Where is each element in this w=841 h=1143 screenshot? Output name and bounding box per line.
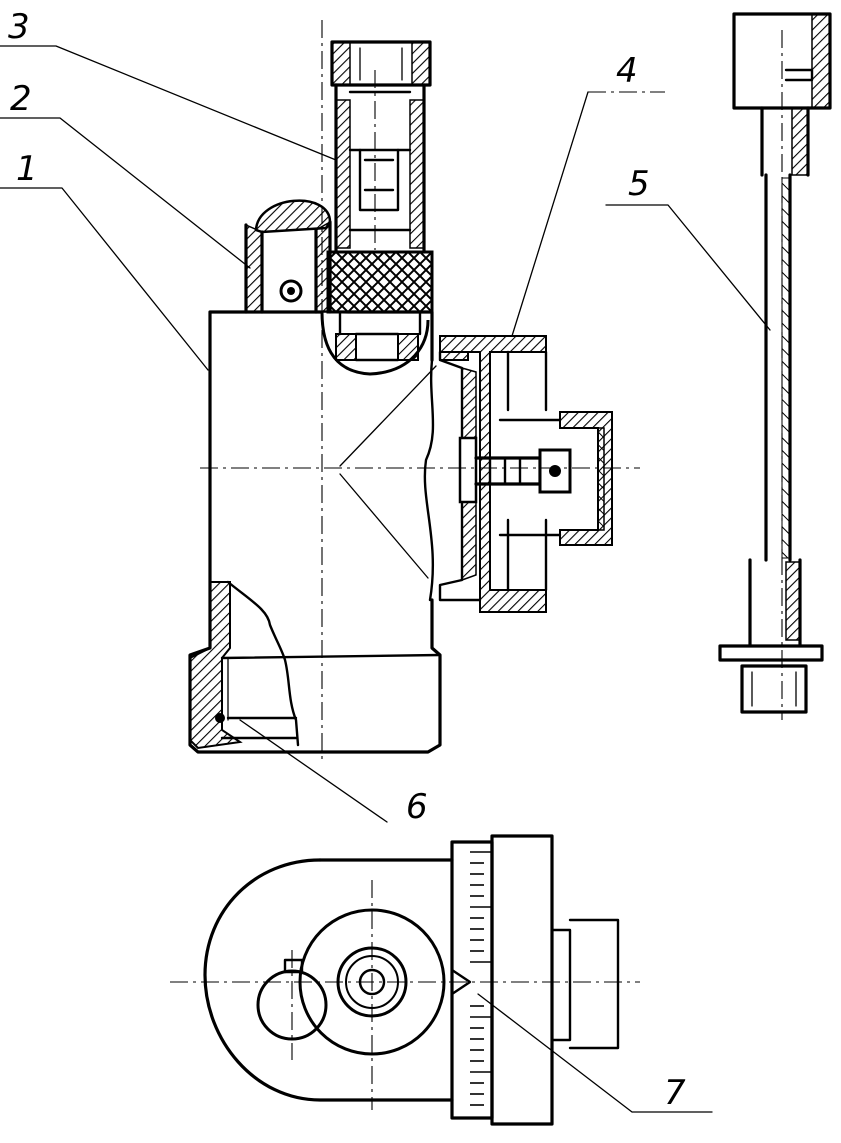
callout-7: 7 xyxy=(664,1073,686,1113)
rod-part-5 xyxy=(718,12,832,714)
leader-lines xyxy=(0,45,771,1113)
main-body-section-view xyxy=(188,310,442,754)
callout-2: 2 xyxy=(10,79,32,119)
plan-view xyxy=(203,834,620,1126)
callout-6: 6 xyxy=(406,787,428,827)
dial-assembly-part-4 xyxy=(438,335,613,613)
callout-3: 3 xyxy=(8,7,30,47)
section-line-upper xyxy=(339,365,437,467)
callout-1: 1 xyxy=(16,149,38,189)
center-lines xyxy=(170,20,783,1110)
dial-scale-ticks xyxy=(470,851,492,1106)
callout-5: 5 xyxy=(628,164,650,204)
callout-labels: 3 2 1 4 5 6 7 xyxy=(8,7,686,1113)
screw-sleeve-part-3 xyxy=(326,40,434,336)
pin-part-2 xyxy=(244,199,332,314)
section-line-lower xyxy=(339,473,429,579)
callout-4: 4 xyxy=(616,51,638,91)
